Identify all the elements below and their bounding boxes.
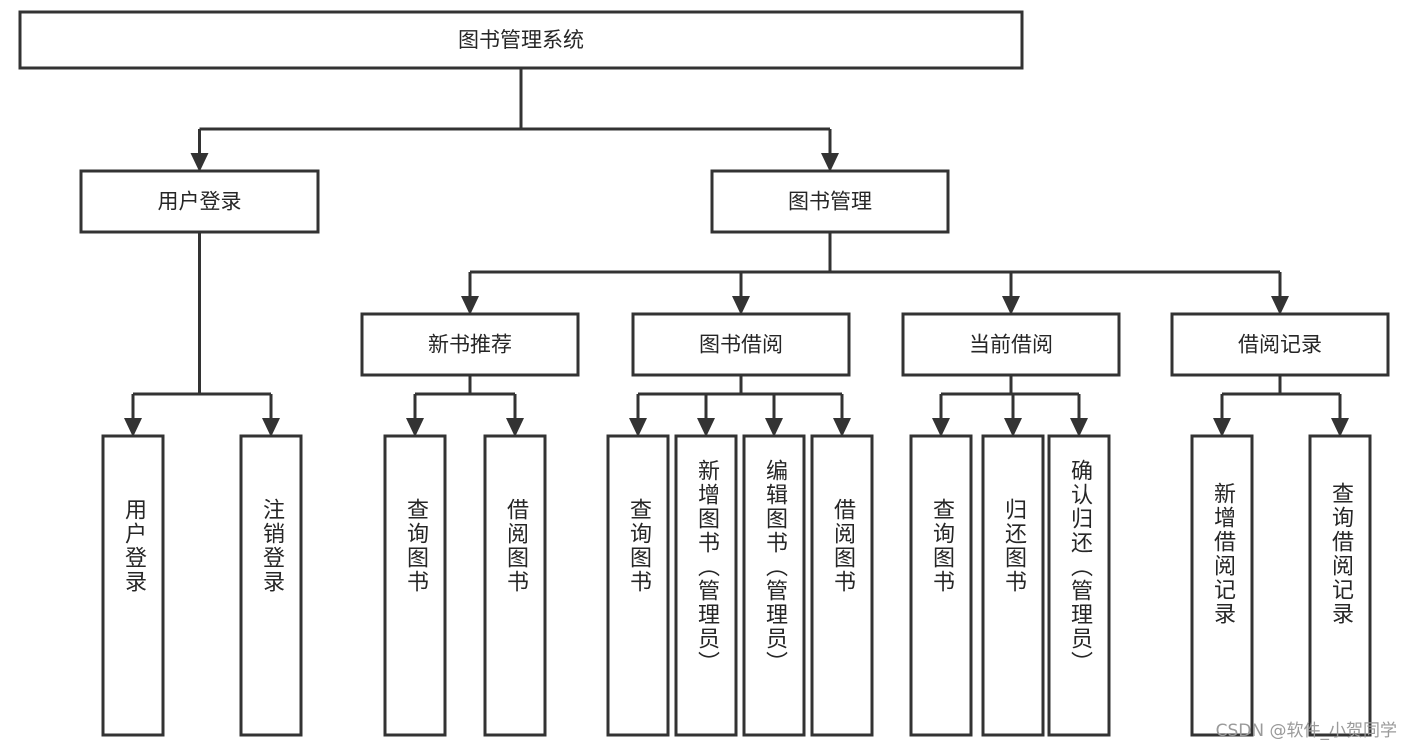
node-box-new_book_rec[interactable] [360,312,580,377]
node-box-book_borrow[interactable] [631,312,851,377]
arrow-head-icon [732,296,750,315]
node-box-current_borrow[interactable] [901,312,1121,377]
arrow-head-icon [1070,418,1088,437]
node-label-new_book_rec: 新书推荐 [428,333,512,357]
arrow-head-icon [406,418,424,437]
arrow-head-icon [833,418,851,437]
arrow-head-icon [461,296,479,315]
node-box-leaf_add_record[interactable] [1190,434,1254,737]
arrow-head-icon [1271,296,1289,315]
arrow-head-icon [124,418,142,437]
connector-group-current_borrow [932,375,1088,437]
node-label-book_mgmt: 图书管理 [788,190,872,214]
arrow-head-icon [1002,296,1020,315]
arrow-head-icon [629,418,647,437]
arrow-head-icon [697,418,715,437]
node-label-root: 图书管理系统 [458,28,584,52]
node-box-leaf_confirm_return[interactable] [1047,434,1111,737]
arrow-head-icon [1331,418,1349,437]
arrow-head-icon [1213,418,1231,437]
node-box-leaf_user_login[interactable] [101,434,165,737]
node-box-leaf_query_book_3[interactable] [909,434,973,737]
node-box-leaf_add_book[interactable] [674,434,738,737]
node-box-leaf_query_book_2[interactable] [606,434,670,737]
arrow-head-icon [262,418,280,437]
node-box-leaf_logout[interactable] [239,434,303,737]
node-box-root[interactable] [18,10,1024,70]
connector-group-book_borrow [629,375,851,437]
node-box-leaf_borrow_book_1[interactable] [483,434,547,737]
node-box-user_login[interactable] [79,169,320,234]
node-box-leaf_borrow_book_2[interactable] [810,434,874,737]
node-label-borrow_record: 借阅记录 [1238,333,1322,357]
node-box-borrow_record[interactable] [1170,312,1390,377]
arrow-head-icon [765,418,783,437]
node-box-leaf_edit_book[interactable] [742,434,806,737]
node-box-leaf_return_book[interactable] [981,434,1045,737]
node-box-leaf_query_record[interactable] [1308,434,1372,737]
arrow-head-icon [1004,418,1022,437]
node-label-book_borrow: 图书借阅 [699,333,783,357]
connector-group-borrow_record [1213,375,1349,437]
node-box-book_mgmt[interactable] [710,169,950,234]
connector-group-book_mgmt [461,232,1289,315]
connector-group-root [190,68,839,172]
arrow-head-icon [821,153,839,172]
arrow-head-icon [190,153,209,172]
arrow-head-icon [506,418,524,437]
connector-group-user_login [124,232,280,437]
node-box-layer [18,10,1390,737]
arrow-head-icon [932,418,950,437]
node-label-current_borrow: 当前借阅 [969,333,1053,357]
node-box-leaf_query_book_1[interactable] [383,434,447,737]
connector-layer [124,68,1349,437]
connector-group-new_book_rec [406,375,524,437]
node-label-user_login: 用户登录 [158,190,242,214]
